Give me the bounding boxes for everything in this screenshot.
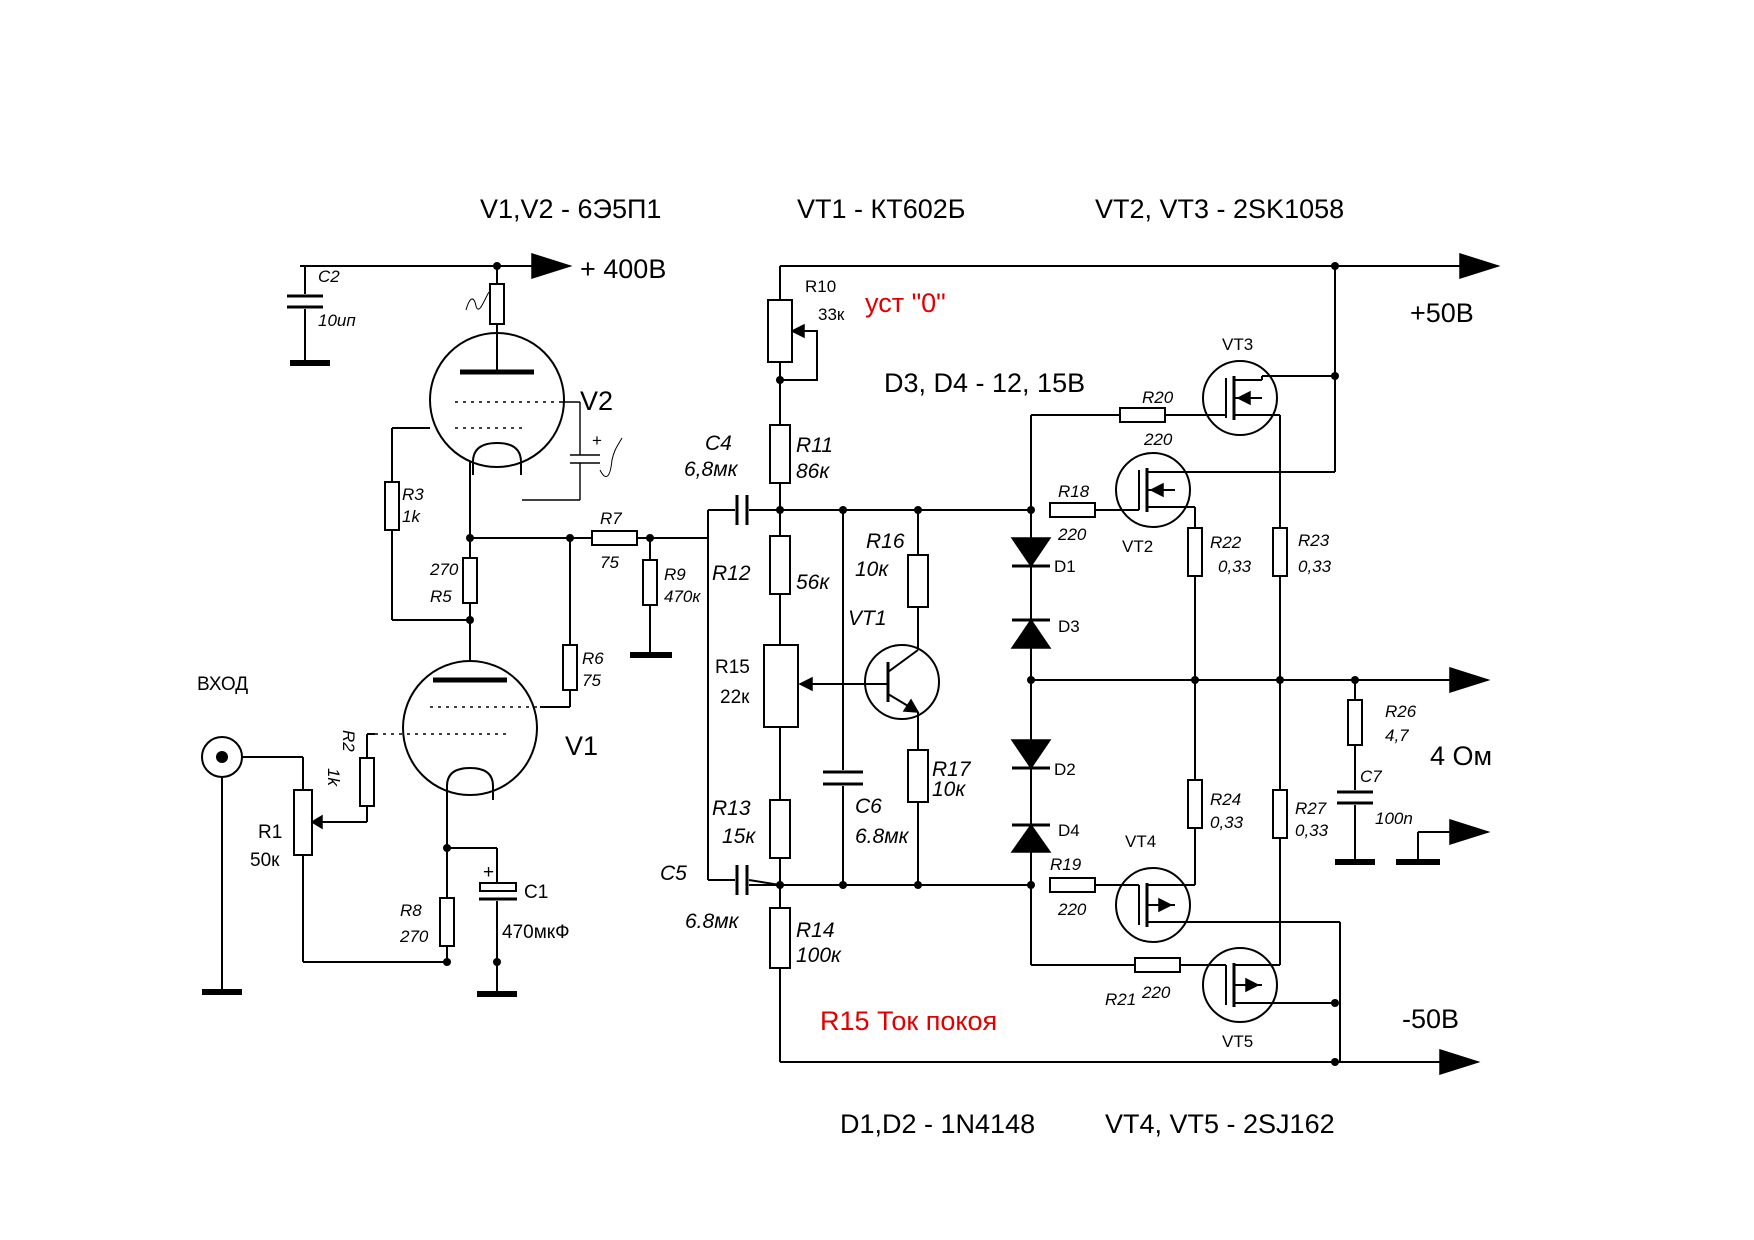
vt4-mosfet [1115,867,1191,943]
r7-value: 75 [600,553,619,572]
d3-label: D3 [1058,617,1080,636]
tube-type-note: V1,V2 - 6Э5П1 [480,194,661,224]
r17-label: R17 [932,758,972,781]
vt4-vt5-type-note: VT4, VT5 - 2SJ162 [1105,1109,1335,1139]
r26-label: R26 [1385,702,1417,721]
zero-adjust-note: уст "0" [865,288,946,318]
diode-type-note: D1,D2 - 1N4148 [840,1109,1035,1139]
r24-value: 0,33 [1210,813,1244,832]
c4-label: C4 [705,432,732,455]
r5-value: 270 [429,560,459,579]
vt1-label: VT1 [848,607,887,630]
r2-value: 1k [324,768,343,787]
r14-label: R14 [796,919,835,942]
d2-label: D2 [1054,760,1076,779]
c7-value: 100n [1375,809,1413,828]
c7-label: C7 [1360,767,1382,786]
r1-value: 50к [250,850,280,871]
r20-value: 220 [1143,430,1173,449]
input-label: ВХОД [197,674,248,695]
r11-value: 86к [796,460,830,483]
r14-value: 100к [796,944,842,967]
r26-value: 4,7 [1385,726,1409,745]
r18-value: 220 [1057,525,1087,544]
r15-value: 22к [720,687,750,708]
r6-label: R6 [582,649,604,668]
c5-label: C5 [660,862,687,885]
r17-value: 10к [932,778,966,801]
pos-rail-label: +50В [1410,298,1474,328]
vt2-vt3-type-note: VT2, VT3 - 2SK1058 [1095,194,1344,224]
output-stage: D1 D3 D2 D4 R20 220 R18 220 R21 220 [1010,266,1492,1062]
vt2-label: VT2 [1122,537,1153,556]
r11-label: R11 [796,434,833,457]
v2-label: V2 [580,386,613,416]
r9-label: R9 [664,565,686,584]
r16-label: R16 [866,530,905,553]
r7-label: R7 [600,509,622,528]
r3-label: R3 [402,485,424,504]
r18-label: R18 [1058,482,1090,501]
r9-value: 470к [664,587,701,606]
vt3-mosfet [1202,360,1278,436]
r8-label: R8 [400,901,422,920]
neg-rail-label: -50В [1402,1004,1459,1034]
r23-value: 0,33 [1298,557,1332,576]
c6-value: 6.8мк [855,825,910,848]
vt1-transistor [864,644,940,720]
c1-value: 470мкФ [502,922,570,943]
r24-label: R24 [1210,790,1241,809]
c2-value: 10uп [318,311,356,330]
load-label: 4 Ом [1430,741,1492,771]
r2-label: R2 [339,730,358,752]
c2-label: C2 [318,267,340,286]
bias-adjust-note: R15 Ток покоя [820,1006,997,1036]
r3-value: 1k [402,507,421,526]
r6-value: 75 [582,671,601,690]
r22-value: 0,33 [1218,557,1252,576]
svg-text:+: + [483,862,494,883]
v2-tube [429,332,565,468]
r5-label: R5 [430,587,452,606]
r13-value: 15к [722,825,756,848]
r20-label: R20 [1142,388,1174,407]
r27-label: R27 [1295,799,1327,818]
c6-label: C6 [855,795,882,818]
r19-value: 220 [1057,900,1087,919]
r21-label: R21 [1105,990,1136,1009]
vt1-type-note: VT1 - КТ602Б [797,194,966,224]
vt5-label: VT5 [1222,1032,1253,1051]
r15-label: R15 [715,657,750,678]
vt3-label: VT3 [1222,335,1253,354]
r12-value: 56к [796,571,830,594]
driver-stage: +50В -50В R10 33к R11 86к R12 56к R15 22… [660,252,1501,1076]
r22-label: R22 [1210,533,1242,552]
r16-value: 10к [855,558,889,581]
vt2-mosfet [1115,452,1191,528]
r23-label: R23 [1298,531,1330,550]
tube-stage: + 400В C2 10uп V2 + [197,252,708,997]
hv-rail-label: + 400В [580,254,666,284]
r10-value: 33к [818,305,845,324]
zener-voltage-note: D3, D4 - 12, 15В [884,368,1085,398]
r19-label: R19 [1050,855,1082,874]
vt5-mosfet [1202,947,1278,1023]
v1-label: V1 [565,731,598,761]
d4-label: D4 [1058,821,1080,840]
c5-value: 6.8мк [685,910,740,933]
r12-label: R12 [712,562,751,585]
r8-value: 270 [399,927,429,946]
v1-tube [402,660,538,796]
c1-label: C1 [524,882,548,903]
r1-label: R1 [258,822,282,843]
vt4-label: VT4 [1125,832,1156,851]
svg-text:+: + [592,431,602,450]
r10-label: R10 [805,277,836,296]
r21-value: 220 [1141,983,1171,1002]
d1-label: D1 [1054,557,1076,576]
c4-value: 6,8мк [684,458,739,481]
r13-label: R13 [712,797,751,820]
r27-value: 0,33 [1295,821,1329,840]
